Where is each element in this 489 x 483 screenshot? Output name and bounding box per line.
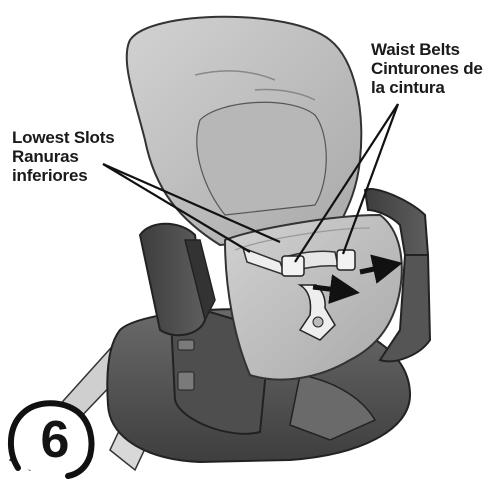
- callout-lowest-slots-line-2: Ranuras: [12, 147, 114, 166]
- callout-lowest-slots-line-3: inferiores: [12, 166, 114, 185]
- callout-waist-belts-line-3: la cintura: [371, 78, 483, 97]
- callout-waist-belts-line-2: Cinturones de: [371, 59, 483, 78]
- step-number: 6: [30, 410, 80, 470]
- callout-lowest-slots: Lowest Slots Ranuras inferiores: [12, 128, 114, 185]
- callout-waist-belts-line-1: Waist Belts: [371, 40, 483, 59]
- callout-lowest-slots-line-1: Lowest Slots: [12, 128, 114, 147]
- callout-waist-belts: Waist Belts Cinturones de la cintura: [371, 40, 483, 97]
